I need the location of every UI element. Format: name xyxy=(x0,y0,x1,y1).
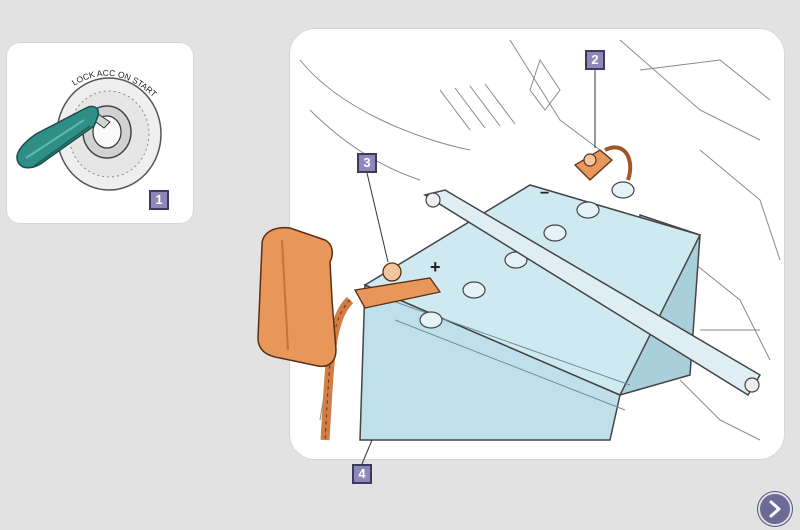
cell-caps xyxy=(419,181,635,329)
ignition-illustration: LOCK ACC ON START xyxy=(16,68,162,191)
next-button[interactable] xyxy=(758,492,792,526)
negative-terminal-clamp xyxy=(573,145,633,181)
callout-positive-terminal: 3 xyxy=(357,153,377,173)
battery xyxy=(359,181,762,441)
callout-battery: 4 xyxy=(352,464,372,484)
callout-ignition-key: 1 xyxy=(149,190,169,210)
positive-mark: + xyxy=(430,257,441,277)
hold-down-bar xyxy=(423,189,762,397)
ignition-key-icon xyxy=(16,105,111,169)
chevron-right-icon xyxy=(769,500,781,518)
negative-mark: − xyxy=(540,185,549,202)
callout-negative-terminal: 2 xyxy=(585,50,605,70)
fuse-box-cover xyxy=(257,226,337,368)
ignition-panel: LOCK ACC ON START xyxy=(6,42,194,224)
